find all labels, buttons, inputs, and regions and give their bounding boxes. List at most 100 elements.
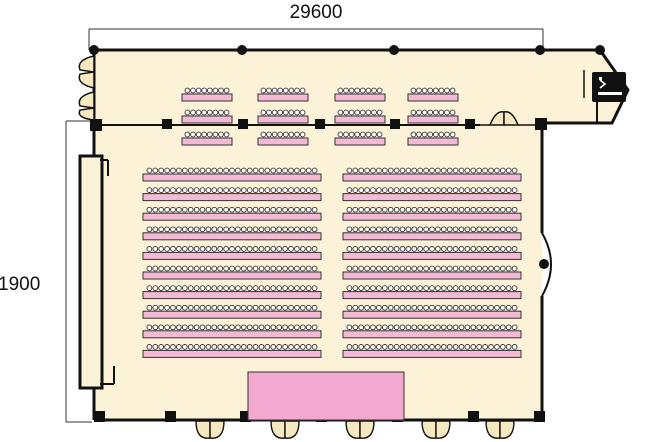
chair — [444, 109, 450, 116]
chair — [488, 246, 494, 252]
chair — [270, 167, 277, 174]
chair — [305, 246, 312, 252]
chair — [505, 285, 512, 291]
chair — [193, 206, 200, 213]
chair — [152, 324, 159, 331]
chair — [476, 304, 483, 311]
chair — [199, 324, 206, 331]
chair — [482, 285, 488, 291]
chair — [440, 246, 447, 252]
chair — [217, 187, 224, 193]
chair — [446, 324, 453, 331]
chair — [346, 324, 353, 331]
chair — [458, 265, 465, 272]
chair — [158, 344, 165, 350]
chair — [470, 344, 477, 350]
chair — [282, 344, 288, 350]
chair — [446, 344, 453, 350]
chair — [346, 344, 353, 350]
column-post-icon — [240, 411, 251, 422]
front-table-row — [334, 131, 386, 146]
chair — [176, 304, 182, 311]
chair — [258, 344, 265, 350]
door — [421, 420, 451, 439]
chair — [276, 324, 283, 331]
chair — [440, 344, 447, 350]
table — [334, 93, 386, 102]
chair — [152, 285, 159, 291]
chair — [299, 344, 306, 350]
chair — [343, 109, 349, 116]
chair — [411, 246, 418, 252]
chair — [452, 206, 459, 213]
chair — [458, 246, 465, 252]
chair — [458, 304, 465, 311]
chair — [276, 304, 283, 311]
chair — [240, 285, 247, 291]
chair — [311, 285, 318, 291]
chair — [205, 324, 212, 331]
chair — [449, 87, 456, 94]
chair — [393, 285, 400, 291]
chair — [346, 285, 353, 291]
chair — [187, 187, 194, 193]
chair — [482, 324, 488, 331]
chair — [499, 265, 506, 272]
chair — [449, 131, 456, 138]
chair — [181, 167, 188, 174]
table — [142, 193, 322, 202]
column-post-icon — [90, 119, 102, 131]
chair — [206, 131, 213, 138]
chair — [376, 246, 382, 252]
chair — [270, 285, 277, 291]
chair — [276, 246, 283, 252]
chair — [205, 344, 212, 350]
chair — [152, 167, 159, 174]
chair — [488, 285, 494, 291]
chair — [381, 167, 388, 174]
chair — [193, 246, 200, 252]
chair — [181, 187, 188, 193]
column-post-icon — [89, 45, 99, 55]
chair — [258, 226, 265, 233]
chair — [365, 131, 372, 138]
chair — [146, 324, 153, 331]
chair — [438, 109, 445, 116]
chair — [411, 344, 418, 350]
chair — [482, 246, 488, 252]
chair — [358, 167, 365, 174]
chair — [352, 344, 359, 350]
chair — [258, 167, 265, 174]
chair — [158, 304, 165, 311]
chair — [217, 344, 224, 350]
chair — [376, 226, 382, 233]
chair — [438, 87, 445, 94]
chair — [311, 324, 318, 331]
chair — [370, 265, 376, 272]
chair — [176, 265, 182, 272]
chair — [205, 226, 212, 233]
chair — [195, 87, 202, 94]
chair — [229, 206, 235, 213]
chair — [452, 187, 459, 193]
chair — [476, 344, 483, 350]
chair — [305, 285, 312, 291]
chair — [152, 265, 159, 272]
chair — [223, 131, 230, 138]
chair — [264, 246, 271, 252]
chair — [440, 167, 447, 174]
chair — [270, 304, 277, 311]
chair — [266, 109, 272, 116]
chair — [190, 109, 196, 116]
chair — [482, 187, 488, 193]
chair — [429, 226, 435, 233]
chair — [358, 304, 365, 311]
column-post-icon — [315, 119, 325, 129]
chair — [152, 246, 159, 252]
chair — [258, 187, 265, 193]
chair — [381, 187, 388, 193]
front-table-row — [407, 87, 459, 102]
chair — [158, 324, 165, 331]
chair — [444, 87, 450, 94]
chair — [212, 87, 219, 94]
